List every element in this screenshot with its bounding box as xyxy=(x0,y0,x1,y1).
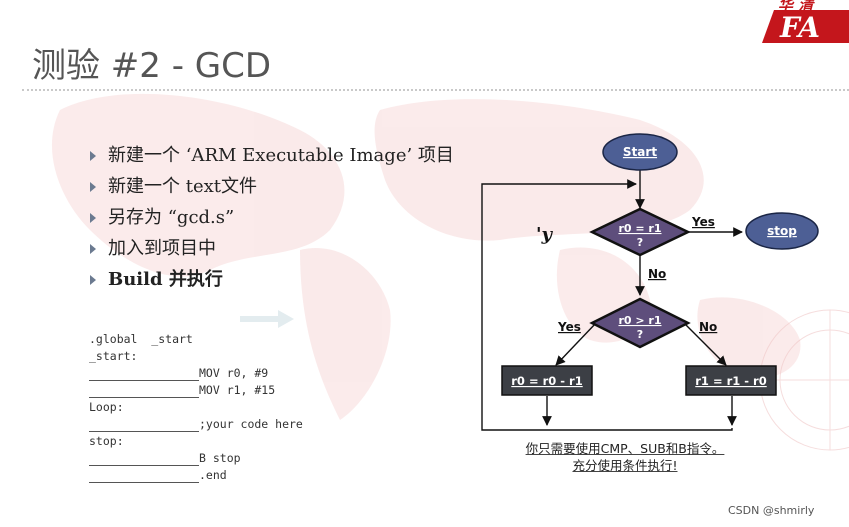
bullet-arrow-icon xyxy=(90,275,96,285)
caption-line: 你只需要使用CMP、SUB和B指令。 xyxy=(525,441,725,456)
bullet-arrow-icon xyxy=(90,182,96,192)
gcd-flowchart: Start r0 = r1 ? Yes stop No r0 > r1 ? Ye… xyxy=(481,133,819,431)
bullet-text: 另存为 “gcd.s” xyxy=(108,207,235,228)
right-arrow-icon xyxy=(240,310,294,328)
bullet-arrow-icon xyxy=(90,151,96,161)
code-rule xyxy=(89,431,199,432)
bullet-text: 新建一个 ‘ARM Executable Image’ 项目 xyxy=(108,145,454,166)
code-line: .end xyxy=(199,468,227,482)
bullet-item: Build 并执行 xyxy=(86,268,476,291)
watermark-footer: CSDN @shmirly xyxy=(728,504,815,517)
company-logo: FA xyxy=(762,10,849,43)
title-divider xyxy=(22,89,849,91)
bullet-text: 新建一个 text文件 xyxy=(108,176,257,197)
handwritten-mark: 'y xyxy=(536,224,552,245)
bullet-list: 新建一个 ‘ARM Executable Image’ 项目 新建一个 text… xyxy=(86,144,476,299)
code-rule xyxy=(89,380,199,381)
yes-label-left: Yes xyxy=(557,320,581,334)
bullet-arrow-icon xyxy=(90,244,96,254)
bullet-text: Build 并执行 xyxy=(108,269,223,290)
code-line: ;your code here xyxy=(199,417,303,431)
subtract-left-label: r0 = r0 - r1 xyxy=(511,374,582,388)
bullet-item: 新建一个 text文件 xyxy=(86,175,476,198)
stop-node xyxy=(745,212,819,250)
decision-greater-label: r0 > r1 xyxy=(618,314,661,327)
code-rule xyxy=(89,465,199,466)
subtract-left-box xyxy=(501,365,593,396)
no-label-top: No xyxy=(648,267,666,281)
bullet-arrow-icon xyxy=(90,213,96,223)
decision-greater-question: ? xyxy=(637,328,643,341)
bullet-text: 加入到项目中 xyxy=(108,238,216,259)
code-rule xyxy=(89,482,199,483)
start-node xyxy=(602,133,678,171)
yes-label-top: Yes xyxy=(691,215,715,229)
no-label-right: No xyxy=(699,320,717,334)
code-line: .global _start xyxy=(89,332,193,346)
start-label: Start xyxy=(623,145,657,159)
subtract-right-label: r1 = r1 - r0 xyxy=(695,374,766,388)
decision-greater-node xyxy=(589,297,691,349)
caption-line: 充分使用条件执行! xyxy=(572,458,678,473)
code-line: MOV r1, #15 xyxy=(199,383,276,397)
code-line: B stop xyxy=(199,451,241,465)
decision-equal-node xyxy=(589,207,691,257)
bullet-item: 加入到项目中 xyxy=(86,237,476,260)
logo-brand-text: FA xyxy=(779,11,820,43)
flowchart-caption: 你只需要使用CMP、SUB和B指令。 充分使用条件执行! xyxy=(500,440,750,474)
slide-title: 测验 #2 - GCD xyxy=(32,46,272,86)
code-line: Loop: xyxy=(89,400,124,414)
bullet-item: 另存为 “gcd.s” xyxy=(86,206,476,229)
code-line: stop: xyxy=(89,434,124,448)
decision-equal-question: ? xyxy=(637,236,643,249)
subtract-right-box xyxy=(685,365,777,396)
stop-label: stop xyxy=(767,224,797,238)
code-line: MOV r0, #9 xyxy=(199,366,269,380)
decision-equal-label: r0 = r1 xyxy=(618,222,661,235)
bullet-item: 新建一个 ‘ARM Executable Image’ 项目 xyxy=(86,144,476,167)
code-line: _start: xyxy=(89,349,138,363)
code-rule xyxy=(89,397,199,398)
